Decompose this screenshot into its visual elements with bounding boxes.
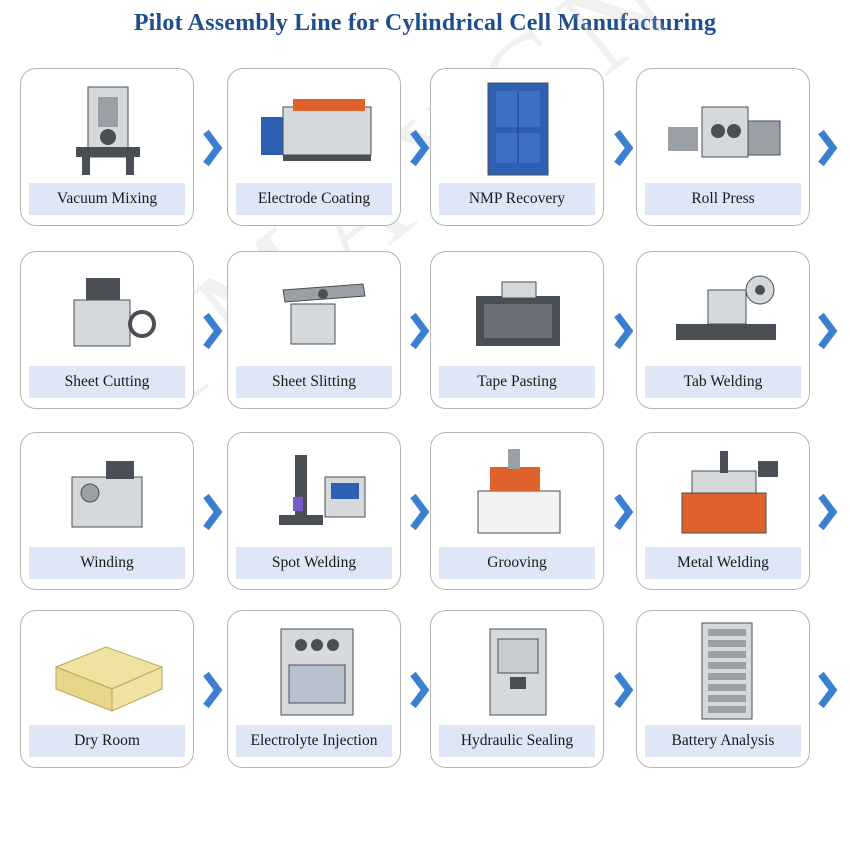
process-card-sheet-slitting: Sheet Slitting: [227, 251, 401, 409]
process-card-label: Sheet Slitting: [236, 366, 392, 398]
page-title: Pilot Assembly Line for Cylindrical Cell…: [0, 10, 850, 37]
process-card-electrode-coating: Electrode Coating: [227, 68, 401, 226]
process-card-label: Spot Welding: [236, 547, 392, 579]
laser-welding-machine-icon: [662, 441, 786, 545]
process-card-label: Electrode Coating: [236, 183, 392, 215]
chevron-right-icon: [815, 128, 839, 168]
grooving-machine-icon: [456, 441, 580, 545]
chevron-right-icon: [200, 311, 224, 351]
process-card-tape-pasting: Tape Pasting: [430, 251, 604, 409]
tab-welding-machine-icon: [662, 260, 786, 364]
process-card-label: Grooving: [439, 547, 595, 579]
process-card-vacuum-mixing: Vacuum Mixing: [20, 68, 194, 226]
tape-pasting-machine-icon: [456, 260, 580, 364]
battery-analyzer-rack-icon: [662, 619, 786, 723]
coating-machine-icon: [253, 77, 377, 181]
process-card-hydraulic-sealing: Hydraulic Sealing: [430, 610, 604, 768]
electrolyte-injection-machine-icon: [253, 619, 377, 723]
process-card-roll-press: Roll Press: [636, 68, 810, 226]
chevron-right-icon: [200, 492, 224, 532]
chevron-right-icon: [200, 670, 224, 710]
process-card-label: Hydraulic Sealing: [439, 725, 595, 757]
process-card-winding: Winding: [20, 432, 194, 590]
chevron-right-icon: [815, 492, 839, 532]
chevron-right-icon: [407, 492, 431, 532]
process-card-tab-welding: Tab Welding: [636, 251, 810, 409]
sheet-cutting-machine-icon: [46, 260, 170, 364]
process-card-label: Electrolyte Injection: [236, 725, 392, 757]
chevron-right-icon: [815, 670, 839, 710]
process-card-metal-welding: Metal Welding: [636, 432, 810, 590]
process-card-label: Tape Pasting: [439, 366, 595, 398]
process-card-label: Sheet Cutting: [29, 366, 185, 398]
dry-room-icon: [46, 619, 170, 723]
winding-machine-icon: [46, 441, 170, 545]
process-card-label: NMP Recovery: [439, 183, 595, 215]
process-card-battery-analysis: Battery Analysis: [636, 610, 810, 768]
process-card-label: Metal Welding: [645, 547, 801, 579]
chevron-right-icon: [200, 128, 224, 168]
spot-welding-machine-icon: [253, 441, 377, 545]
process-card-sheet-cutting: Sheet Cutting: [20, 251, 194, 409]
process-card-label: Dry Room: [29, 725, 185, 757]
chevron-right-icon: [611, 670, 635, 710]
chevron-right-icon: [611, 128, 635, 168]
process-card-dry-room: Dry Room: [20, 610, 194, 768]
process-card-label: Battery Analysis: [645, 725, 801, 757]
process-card-label: Tab Welding: [645, 366, 801, 398]
process-card-grooving: Grooving: [430, 432, 604, 590]
process-card-spot-welding: Spot Welding: [227, 432, 401, 590]
chevron-right-icon: [407, 311, 431, 351]
process-card-label: Roll Press: [645, 183, 801, 215]
vacuum-mixer-machine-icon: [46, 77, 170, 181]
process-card-label: Winding: [29, 547, 185, 579]
chevron-right-icon: [611, 492, 635, 532]
process-card-label: Vacuum Mixing: [29, 183, 185, 215]
chevron-right-icon: [407, 670, 431, 710]
chevron-right-icon: [407, 128, 431, 168]
chevron-right-icon: [611, 311, 635, 351]
process-card-nmp-recovery: NMP Recovery: [430, 68, 604, 226]
nmp-recovery-cabinet-icon: [456, 77, 580, 181]
process-card-electrolyte-injection: Electrolyte Injection: [227, 610, 401, 768]
chevron-right-icon: [815, 311, 839, 351]
roll-press-machine-icon: [662, 77, 786, 181]
sheet-slitting-machine-icon: [253, 260, 377, 364]
hydraulic-sealing-machine-icon: [456, 619, 580, 723]
